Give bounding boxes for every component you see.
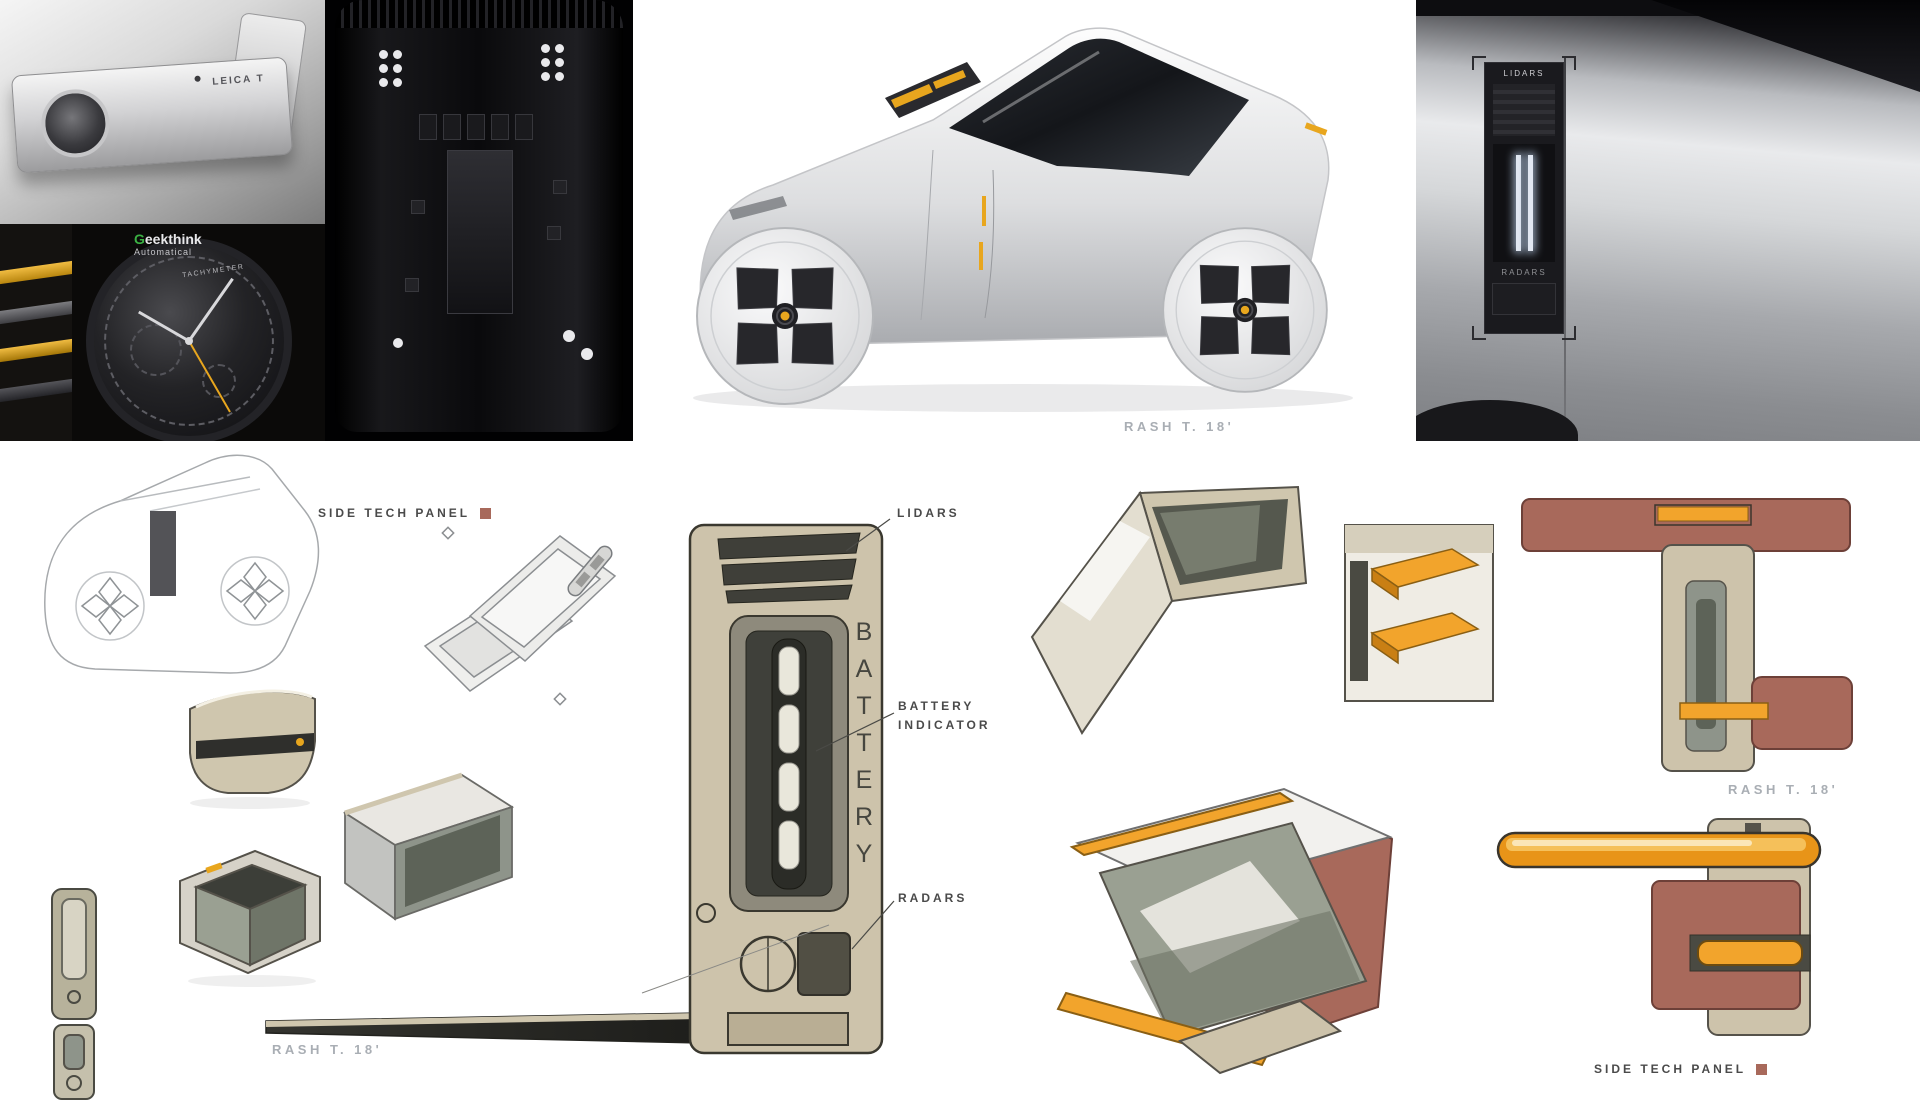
wheel-pod-front (696, 227, 874, 405)
sketch-battery-strip (51, 888, 97, 1100)
tech-module-body: LIDARS RADARS (1484, 62, 1564, 334)
tech-module: LIDARS RADARS (1472, 56, 1576, 340)
door-seam (1564, 58, 1566, 441)
mac-pro-cylinder (335, 0, 623, 432)
watch-steel-bar (0, 377, 72, 404)
sketch-top-right-assembly (1521, 498, 1853, 772)
marker-swatch-icon (480, 508, 492, 520)
watch-gold-bar (0, 259, 72, 286)
sketch-canvas (44, 454, 1853, 1100)
sketch-tilted-panel (423, 526, 617, 706)
sketch-open-box-low (179, 849, 321, 987)
radars-module-label: RADARS (1501, 268, 1547, 277)
camera-body: LEICA T (10, 56, 294, 174)
battery-indicator-glow (1493, 144, 1555, 262)
watch-brand: Geekthink (134, 231, 202, 247)
watch-macro-strip (0, 224, 72, 441)
leica-camera-photo: LEICA T (0, 0, 325, 224)
sketch-open-container (1056, 787, 1394, 1075)
watch-tick-ring (104, 256, 274, 426)
camera-lens (39, 87, 112, 160)
watch-photo: Geekthink Automatical TACHYMETER (0, 224, 325, 441)
annotation-battery-indicator: BATTERY INDICATOR (898, 699, 991, 733)
sketch-signature-left: RASH T. 18' (272, 1042, 383, 1057)
watch-face (86, 238, 292, 441)
annotation-text: SIDE TECH PANEL (318, 506, 471, 520)
annotation-side-tech-panel-left: SIDE TECH PANEL (318, 506, 492, 520)
camera-brand-label: LEICA T (211, 73, 266, 88)
render-signature: RASH T. 18' (1124, 419, 1235, 434)
mac-pro-heatsink (447, 150, 513, 314)
vehicle-render-drawing (693, 27, 1353, 412)
sketch-open-box-mid (342, 772, 515, 921)
sketch-chevron-box (1344, 524, 1494, 702)
sketch-rail-bar (1496, 818, 1822, 1036)
sketch-curved-piece (189, 689, 316, 809)
lidars-module-label: LIDARS (1503, 69, 1545, 78)
watch-brand-block: Geekthink Automatical (134, 231, 202, 258)
marker-swatch-icon (1756, 1064, 1768, 1076)
watch-gold-bar (0, 337, 72, 364)
sketch-vehicle-side (44, 454, 320, 674)
mac-pro-internals-photo (325, 0, 633, 441)
watch-steel-bar (0, 299, 72, 326)
sketch-signature-right: RASH T. 18' (1728, 782, 1839, 797)
sketch-wedge-panel (1030, 485, 1308, 735)
sketch-battery-panel (265, 523, 884, 1055)
side-tech-panel-render: LIDARS RADARS (1416, 0, 1920, 441)
mac-pro-rim (335, 0, 623, 28)
watch-gear (202, 364, 236, 398)
leader-lines (815, 518, 895, 950)
annotation-radars: RADARS (898, 891, 968, 905)
lidar-vents (1493, 84, 1555, 136)
watch-model: Automatical (134, 247, 193, 258)
wheel-arch (1416, 400, 1578, 441)
wheel-pod-rear (1162, 227, 1328, 393)
vehicle-render (633, 0, 1416, 441)
watch-gear (130, 324, 182, 376)
shutter-button (194, 75, 201, 82)
battery-handwritten-label: BATTERY (850, 618, 878, 877)
watch-center-cap (185, 337, 193, 345)
annotation-lidars: LIDARS (897, 506, 960, 520)
radar-block (1492, 283, 1556, 315)
annotation-text: SIDE TECH PANEL (1594, 1062, 1747, 1076)
annotation-side-tech-panel-right: SIDE TECH PANEL (1594, 1062, 1768, 1076)
